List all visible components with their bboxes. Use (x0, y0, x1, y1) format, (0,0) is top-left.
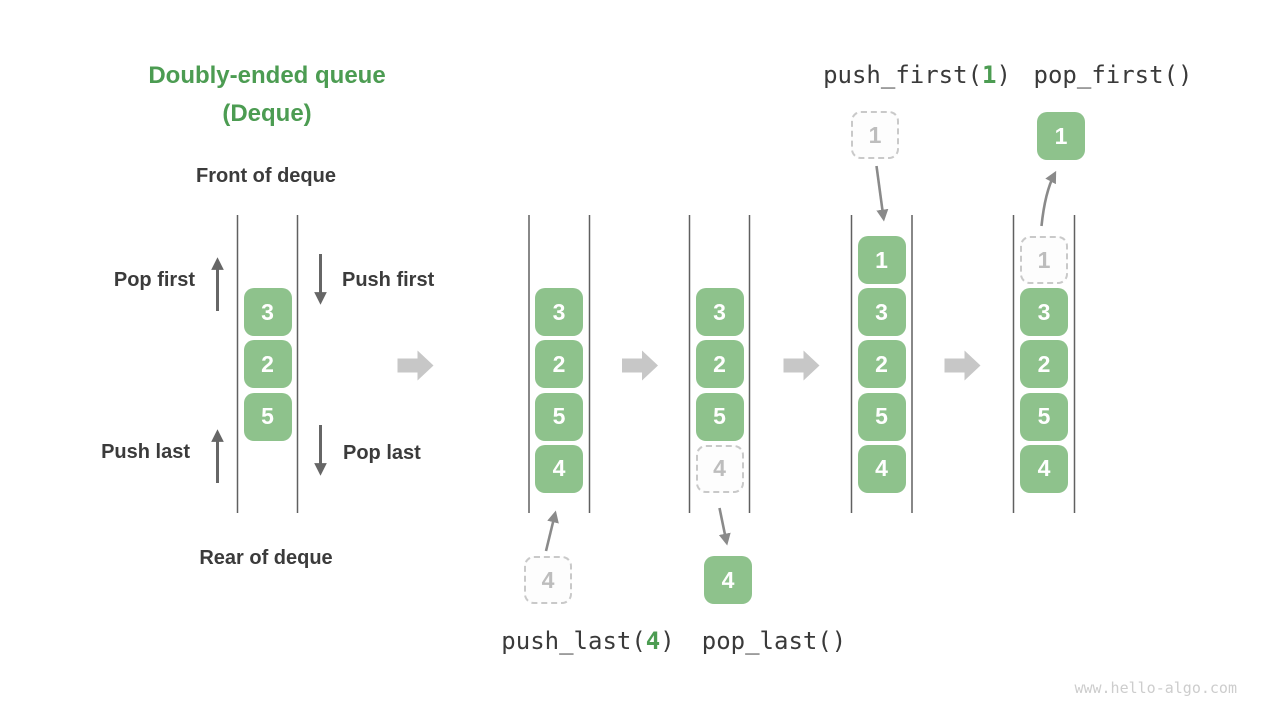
push-first-connector-arrow-icon (875, 165, 889, 222)
stage-arrow-right-icon (622, 350, 658, 381)
push-last-call: push_last(4) (501, 627, 674, 655)
pop-last-connector-arrow-icon (718, 507, 731, 546)
deque-after-push-last-cell: 5 (535, 392, 583, 441)
stage-arrow-right-icon (944, 350, 981, 381)
deque-during-pop-last-cell: 2 (695, 340, 744, 389)
deque-after-push-first-cell: 4 (857, 444, 906, 493)
pop-first-connector-arrow-icon (1040, 170, 1057, 227)
deque-after-push-first-cell: 1 (857, 236, 906, 284)
connector-arrows (544, 165, 1057, 552)
deque-during-pop-first-cell: 3 (1020, 288, 1068, 337)
push-first-call: push_first(1) (823, 61, 1011, 89)
push-first-label: Push first (342, 269, 435, 291)
push-first-call-arg: 1 (982, 61, 997, 89)
deque-during-pop-first-cell: 4 (1020, 444, 1068, 493)
push-first-call-text: ) (996, 61, 1011, 89)
deque-during-pop-last-cell: 4 (695, 444, 744, 493)
watermark: www.hello-algo.com (1074, 679, 1237, 697)
deque-after-push-last-cell: 3 (535, 288, 583, 337)
deque-during-pop-first-cell: 2 (1020, 340, 1068, 389)
stage-arrow-right-icon (783, 350, 820, 381)
deque-initial-cell: 2 (243, 340, 292, 389)
stage-arrow-right-icon (397, 350, 434, 381)
deque-during-pop-last-cell: 5 (695, 392, 744, 441)
pop-last-label: Pop last (343, 442, 421, 464)
push-last-call-arg: 4 (645, 627, 661, 655)
deque-after-push-last-cell: 2 (535, 340, 583, 389)
deque-after-push-first-cell: 5 (857, 392, 906, 441)
push-first-call-text: push_first( (823, 61, 983, 89)
pop-first-call-text: pop_first() (1033, 61, 1193, 89)
queue-rails (236, 215, 1076, 513)
stage-arrows (397, 350, 981, 381)
pop-first-call: pop_first() (1034, 61, 1193, 89)
pop-last-call: pop_last() (702, 627, 847, 655)
incoming-value-1: 1 (851, 111, 899, 159)
deque-initial-cell: 5 (243, 392, 292, 441)
popped-value-4: 4 (704, 556, 752, 604)
title-line2: (Deque) (222, 100, 312, 127)
popped-value-1: 1 (1037, 112, 1085, 160)
deque-after-push-last-cell: 4 (535, 444, 583, 493)
deque-initial-cell: 3 (243, 288, 292, 337)
title-line1: Doubly-ended queue (148, 62, 386, 89)
rear-of-deque-label: Rear of deque (199, 547, 333, 569)
push-last-label: Push last (101, 441, 190, 463)
pop-first-label: Pop first (113, 269, 195, 291)
deque-during-pop-first-cell: 1 (1020, 236, 1068, 284)
push-last-call-text: push_last( (501, 627, 646, 655)
front-of-deque-label: Front of deque (196, 165, 336, 187)
deque-after-push-first-cell: 3 (857, 288, 906, 337)
push-last-connector-arrow-icon (544, 510, 559, 552)
diagram-title: Doubly-ended queue (Deque) (148, 57, 385, 133)
operation-arrows (211, 254, 327, 483)
pop-last-call-text: pop_last() (701, 627, 847, 655)
deque-during-pop-first-cell: 5 (1020, 392, 1068, 441)
deque-during-pop-last-cell: 3 (695, 288, 744, 337)
deque-after-push-first-cell: 2 (857, 340, 906, 389)
push-last-call-text: ) (660, 627, 675, 655)
incoming-value-4: 4 (524, 556, 572, 604)
